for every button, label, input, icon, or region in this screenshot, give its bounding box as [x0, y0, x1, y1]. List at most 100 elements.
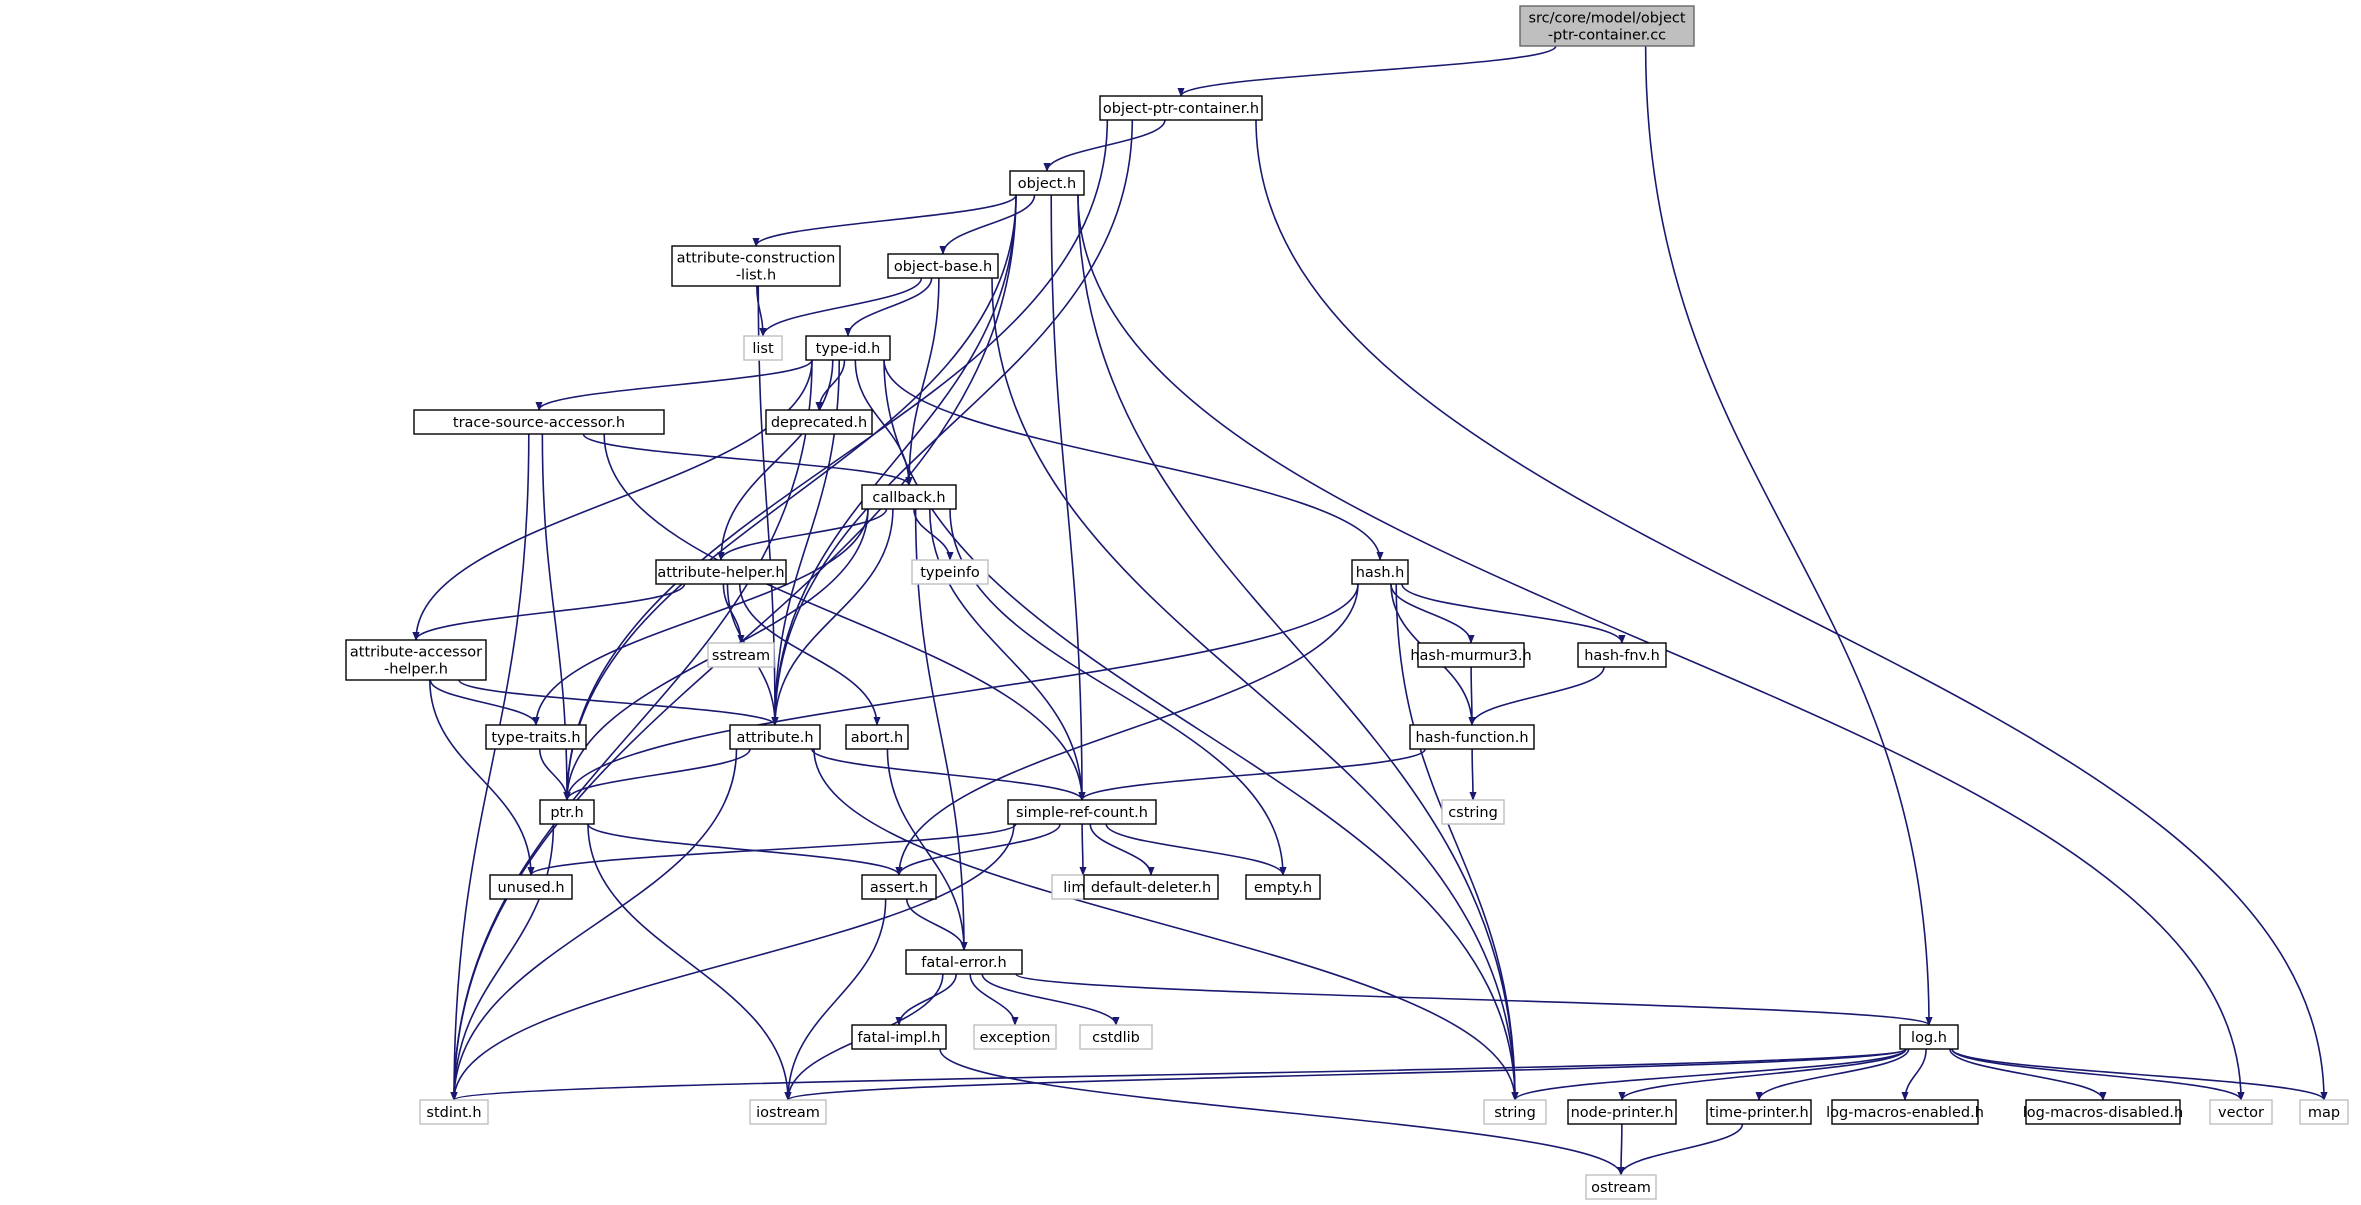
edge-ptr-to-iostream [587, 823, 792, 1101]
node-label: exception [980, 1030, 1051, 1046]
node-box [2299, 1099, 2349, 1125]
edge-tsa-to-src [603, 433, 1086, 801]
edge-obj-to-obase [939, 194, 1036, 255]
node-box [1483, 1099, 1547, 1125]
node-fimpl[interactable]: fatal-impl.h [851, 1024, 947, 1050]
node-hfnv[interactable]: hash-fnv.h [1577, 642, 1667, 668]
node-label: hash.h [1356, 565, 1405, 581]
node-box [419, 1099, 489, 1125]
node-label: type-traits.h [491, 730, 580, 746]
node-lmd[interactable]: log-macros-disabled.h [2023, 1099, 2183, 1125]
edge-src-to-stdint [450, 823, 1015, 1101]
node-obj[interactable]: object.h [1009, 170, 1085, 196]
node-ferr[interactable]: fatal-error.h [905, 949, 1023, 975]
edge-cb-to-ttraits [532, 508, 869, 726]
node-label: hash-murmur3.h [1410, 648, 1531, 664]
edge-log-to-nprint [1618, 1048, 1907, 1101]
node-box [905, 949, 1023, 975]
edge-src-to-unused [527, 823, 1017, 876]
node-ahelp[interactable]: attribute-helper.h [655, 559, 787, 585]
node-box [861, 874, 937, 900]
node-label: src/core/model/object [1528, 11, 1685, 27]
node-tid[interactable]: type-id.h [805, 335, 891, 361]
node-cstring: cstring [1441, 799, 1505, 825]
node-tprint[interactable]: time-printer.h [1706, 1099, 1812, 1125]
node-label: unused.h [497, 880, 564, 896]
node-sstream: sstream [707, 642, 775, 668]
node-cb[interactable]: callback.h [861, 484, 957, 510]
edge-obj-to-attr [771, 194, 1017, 726]
node-label: map [2308, 1105, 2340, 1121]
node-box [1351, 559, 1409, 585]
node-box [707, 642, 775, 668]
node-acl[interactable]: attribute-construction-list.h [671, 245, 841, 287]
node-typeinfo: typeinfo [911, 559, 989, 585]
node-box [1567, 1099, 1677, 1125]
edge-log-to-iostream [784, 1048, 1907, 1101]
node-hfunc[interactable]: hash-function.h [1409, 724, 1535, 750]
edge-attr-to-ptr [563, 748, 751, 801]
node-nprint[interactable]: node-printer.h [1567, 1099, 1677, 1125]
node-unused[interactable]: unused.h [489, 874, 573, 900]
edge-attr-to-string [813, 748, 1519, 1101]
node-string: string [1483, 1099, 1547, 1125]
edge-log-to-map [1951, 1048, 2328, 1101]
node-root[interactable]: src/core/model/object-ptr-container.cc [1519, 5, 1695, 47]
node-label: abort.h [851, 730, 903, 746]
node-empty[interactable]: empty.h [1245, 874, 1321, 900]
node-hmur[interactable]: hash-murmur3.h [1410, 642, 1532, 668]
node-box [973, 1024, 1057, 1050]
node-label: empty.h [1254, 880, 1312, 896]
node-hash[interactable]: hash.h [1351, 559, 1409, 585]
node-map: map [2299, 1099, 2349, 1125]
node-attr[interactable]: attribute.h [729, 724, 821, 750]
edge-hash-to-ptr [563, 583, 1359, 801]
node-label: ostream [1591, 1180, 1651, 1196]
node-assert[interactable]: assert.h [861, 874, 937, 900]
node-lme[interactable]: log-macros-enabled.h [1826, 1099, 1984, 1125]
node-depr[interactable]: deprecated.h [765, 409, 873, 435]
node-src[interactable]: simple-ref-count.h [1007, 799, 1157, 825]
node-optr[interactable]: object-ptr-container.h [1099, 95, 1263, 121]
node-label: vector [2218, 1105, 2264, 1121]
edge-ahelp-to-aah [412, 583, 686, 641]
node-abort[interactable]: abort.h [845, 724, 909, 750]
node-label: hash-fnv.h [1584, 648, 1660, 664]
node-label: object.h [1018, 176, 1076, 192]
node-obase[interactable]: object-base.h [887, 253, 999, 279]
node-box [2025, 1099, 2181, 1125]
node-label: log-macros-disabled.h [2023, 1105, 2183, 1121]
node-box [765, 409, 873, 435]
edge-ptr-to-assert [587, 823, 903, 876]
node-box [1417, 642, 1525, 668]
node-label: deprecated.h [771, 415, 867, 431]
edge-aah-to-unused [429, 679, 535, 876]
edge-src-to-ddel [1089, 823, 1155, 876]
edge-ptr-to-stdint [450, 823, 555, 1101]
edge-obase-to-list [759, 277, 923, 337]
node-aah[interactable]: attribute-accessor-helper.h [345, 639, 487, 681]
node-label: trace-source-accessor.h [453, 415, 625, 431]
edge-aah-to-attr [458, 679, 779, 726]
node-tsa[interactable]: trace-source-accessor.h [413, 409, 665, 435]
node-box [1706, 1099, 1812, 1125]
node-list: list [743, 335, 783, 361]
node-log[interactable]: log.h [1899, 1024, 1959, 1050]
node-ptr[interactable]: ptr.h [539, 799, 595, 825]
node-label: fatal-impl.h [857, 1030, 940, 1046]
edge-optr-to-map [1255, 119, 2328, 1101]
node-iostream: iostream [749, 1099, 827, 1125]
node-label: attribute.h [736, 730, 813, 746]
edge-obj-to-string [1077, 194, 1519, 1101]
edge-assert-to-ferr [906, 898, 968, 951]
node-ddel[interactable]: default-deleter.h [1083, 874, 1219, 900]
edge-tsa-to-cb [582, 433, 913, 486]
node-box [1899, 1024, 1959, 1050]
edge-attr-to-stdint [450, 748, 738, 1101]
node-ttraits[interactable]: type-traits.h [485, 724, 587, 750]
node-box [861, 484, 957, 510]
node-box [655, 559, 787, 585]
node-cstdlib: cstdlib [1079, 1024, 1153, 1050]
node-label: -list.h [736, 268, 776, 284]
node-label: cstring [1448, 805, 1498, 821]
